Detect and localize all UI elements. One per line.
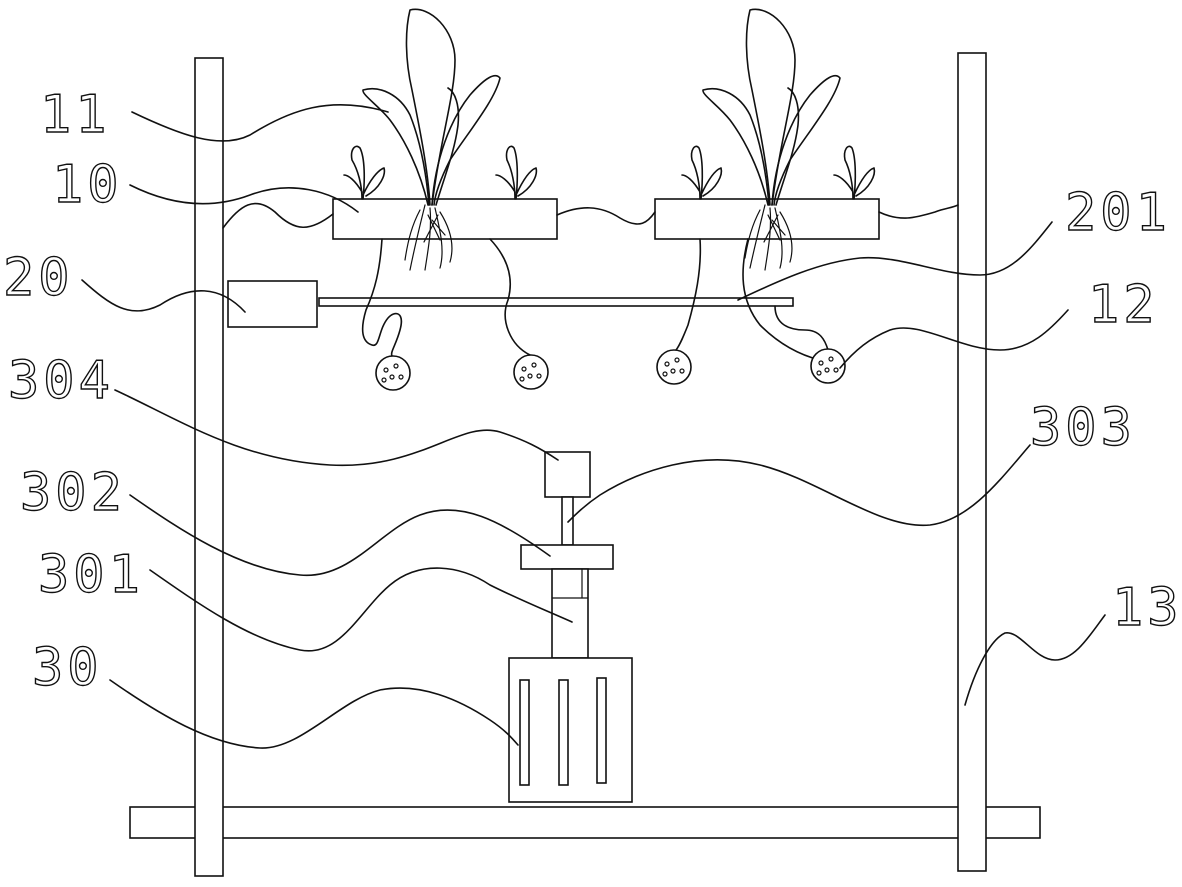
- label-10: 10: [52, 155, 123, 215]
- right-post: [957, 52, 987, 872]
- label-302: 302: [20, 463, 126, 523]
- leader-12: [839, 309, 1069, 369]
- label-13: 13: [1112, 578, 1182, 638]
- seedling-right-b: [833, 145, 876, 200]
- irrigation-pipe: [318, 297, 794, 307]
- hose-1: [361, 238, 403, 357]
- plate-302: [520, 544, 614, 570]
- seedling-right-a: [681, 145, 723, 200]
- leader-303: [567, 444, 1031, 527]
- leader-304: [114, 389, 559, 467]
- planting-box-left: [332, 198, 558, 240]
- plant-large-right: [702, 8, 841, 271]
- pump-box: [227, 280, 318, 328]
- plant-large-left: [362, 8, 501, 271]
- label-304: 304: [8, 351, 114, 411]
- vent-2: [558, 679, 569, 786]
- leader-201: [737, 221, 1053, 301]
- left-post: [194, 57, 224, 877]
- base-plate: [129, 806, 1041, 839]
- label-20: 20: [3, 248, 74, 308]
- label-30: 30: [32, 638, 103, 698]
- label-301: 301: [38, 545, 144, 605]
- leader-13: [964, 614, 1106, 706]
- vent-3: [596, 677, 607, 784]
- leader-30: [109, 679, 519, 749]
- seedling-left-b: [495, 145, 538, 200]
- label-303: 303: [1030, 398, 1136, 458]
- hose-3: [675, 238, 702, 351]
- leader-10: [129, 184, 359, 213]
- vent-1: [519, 679, 530, 786]
- label-12: 12: [1088, 275, 1159, 335]
- leader-11: [131, 103, 389, 142]
- emitter-3: [656, 349, 692, 385]
- leader-302: [129, 494, 551, 577]
- planting-box-right: [654, 198, 880, 240]
- seedling-left-a: [343, 145, 386, 200]
- rod-303: [561, 496, 574, 546]
- hose-4b: [774, 305, 829, 351]
- label-11: 11: [40, 85, 111, 145]
- label-201: 201: [1065, 183, 1171, 243]
- emitter-2: [513, 354, 549, 390]
- emitter-1: [375, 355, 411, 391]
- leader-20: [81, 279, 246, 313]
- hose-4: [742, 238, 821, 361]
- leader-301: [149, 567, 573, 652]
- emitter-4: [810, 348, 846, 384]
- motor-top-304: [544, 451, 591, 498]
- hose-2: [489, 238, 531, 356]
- support-wire: [222, 202, 959, 229]
